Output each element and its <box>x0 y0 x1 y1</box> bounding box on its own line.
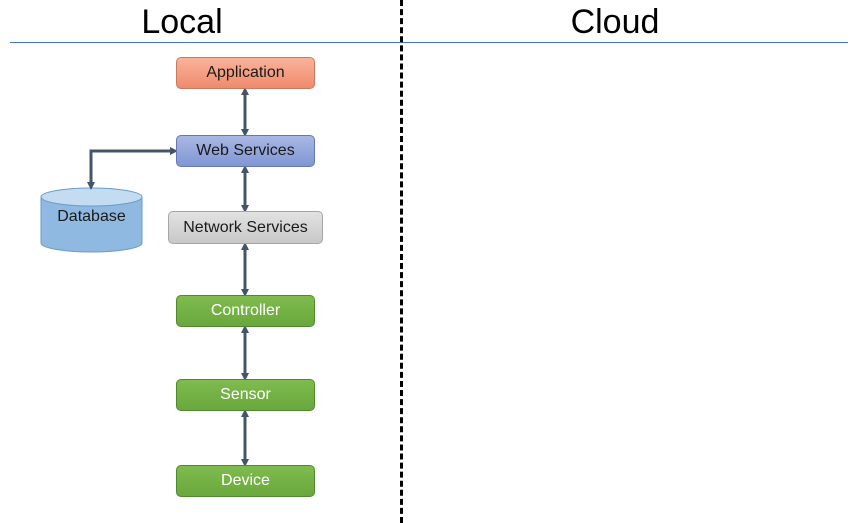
sensor-node: Sensor <box>176 379 315 411</box>
local-header: Local <box>141 3 223 41</box>
device-node: Device <box>176 465 315 497</box>
controller-label: Controller <box>210 302 281 319</box>
cloud-header: Cloud <box>570 3 660 41</box>
web-services-label: Web Services <box>196 142 295 159</box>
device-label: Device <box>221 472 270 489</box>
sensor-label: Sensor <box>220 386 271 403</box>
database-label: Database <box>57 208 126 225</box>
connector-web-services-database <box>87 147 178 190</box>
header-rule <box>10 42 848 43</box>
web-services-node: Web Services <box>176 135 315 167</box>
database-cylinder <box>40 187 143 253</box>
network-services-node: Network Services <box>168 211 323 244</box>
controller-node: Controller <box>176 295 315 327</box>
local-cloud-divider <box>400 0 403 523</box>
application-node: Application <box>176 57 315 89</box>
application-label: Application <box>206 64 285 81</box>
network-services-label: Network Services <box>183 218 308 236</box>
